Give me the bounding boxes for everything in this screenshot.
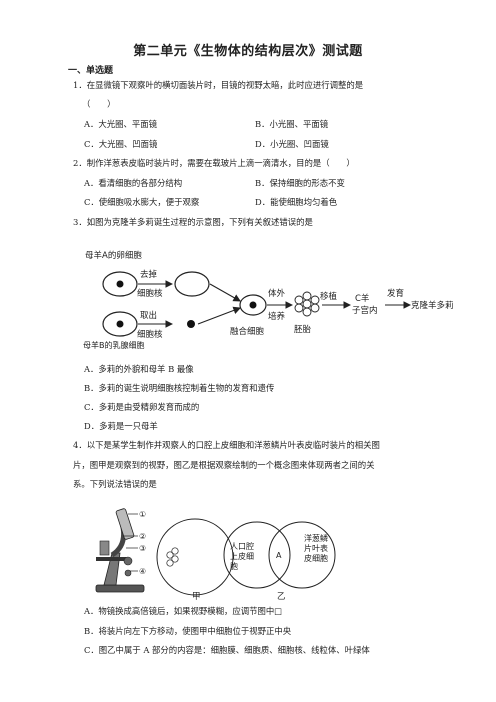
q4-option-c: C．图乙中属于 A 部分的内容是：细胞膜、细胞质、细胞核、线粒体、叶绿体 [84, 645, 370, 655]
venn-center-label: A [276, 551, 282, 560]
question-3-stem: 3．如图为克隆羊多莉诞生过程的示意图，下列有关叙述错误的是 [73, 217, 313, 227]
arrow-merge-top [209, 283, 241, 302]
q3-option-d: D．多莉是一只母羊 [84, 421, 158, 431]
marker-1: ① [139, 510, 146, 519]
label-ewe-a-egg: 母羊A的卵细胞 [85, 250, 142, 261]
microscope-icon [95, 508, 145, 593]
venn-right-circle [268, 521, 336, 589]
label-ewe-c: C羊 [355, 293, 370, 304]
q2-option-d: D．能使细胞均匀着色 [255, 197, 338, 207]
label-in-vitro-2: 培养 [268, 311, 286, 322]
q3-option-a: A．多莉的外貌和母羊 B 最像 [84, 364, 194, 374]
extracted-nucleus [187, 320, 195, 328]
label-develop: 发育 [387, 288, 404, 299]
label-nucleus: 细胞核 [137, 288, 163, 299]
field-of-view-circle [156, 518, 234, 596]
question-4-line-1: 4．以下是某学生制作并观察人的口腔上皮细胞和洋葱鳞片叶表皮临时装片的相关图 [73, 440, 380, 450]
label-in-vitro-1: 体外 [268, 288, 286, 299]
label-ewe-b-cell: 母羊B的乳腺细胞 [83, 340, 145, 350]
caption-yi: 乙 [277, 592, 286, 601]
cloning-diagram: 母羊A的卵细胞 去掉 细胞核 取出 细胞核 母羊B的乳腺细胞 融合细胞 体外 培… [83, 250, 454, 350]
embryo-cluster [294, 291, 320, 317]
label-nucleus-2: 细胞核 [137, 329, 163, 340]
enucleated-egg-cell [174, 271, 210, 297]
marker-3: ③ [139, 544, 146, 553]
label-dolly: 克隆羊多莉 [411, 300, 454, 311]
venn-left-label: 人口腔上皮细胞 [230, 541, 254, 571]
q1-option-c: C．大光圈、凹面镜 [84, 139, 158, 149]
q1-option-a: A．大光圈、平面镜 [84, 119, 158, 129]
q1-option-d: D．小光圈、凹面镜 [255, 139, 329, 149]
label-uterus: 子宫内 [352, 305, 378, 316]
label-embryo: 胚胎 [294, 324, 312, 335]
mammary-nucleus [116, 320, 124, 328]
question-2-stem: 2．制作洋葱表皮临时装片时，需要在载玻片上滴一滴清水，目的是（ ） [73, 158, 355, 168]
section-heading: 一、单选题 [68, 66, 114, 76]
caption-jia: 甲 [192, 592, 201, 601]
question-4-line-3: 系。下列说法错误的是 [73, 479, 157, 489]
fused-nucleus [249, 301, 257, 309]
q3-option-b: B．多莉的诞生说明细胞核控制着生物的发育和遗传 [84, 383, 275, 393]
marker-2: ② [139, 532, 146, 541]
arrow-merge-bottom [197, 306, 242, 325]
page-title: 第二单元《生物体的结构层次》测试题 [133, 44, 363, 59]
q2-option-c: C．使细胞吸水膨大，便于观察 [84, 197, 200, 207]
label-fused-cell: 融合细胞 [230, 326, 265, 337]
cheek-cells-icon [166, 547, 179, 567]
q1-option-b: B．小光圈、平面镜 [255, 119, 329, 129]
label-transplant: 移植 [320, 291, 338, 302]
venn-right-label: 洋葱鳞片叶表皮细胞 [304, 533, 328, 563]
q3-option-c: C．多莉是由受精卵发育而成的 [84, 402, 200, 412]
q2-option-a: A．看清细胞的各部分结构 [84, 178, 183, 188]
egg-nucleus [116, 280, 124, 288]
question-4-line-2: 片，图甲是观察到的视野，图乙是根据观察绘制的一个概念图来体现两者之间的关 [73, 460, 375, 470]
venn-left-circle [223, 521, 291, 589]
q2-option-b: B．保持细胞的形态不变 [255, 178, 345, 188]
q4-option-b: B．将装片向左下方移动，使图甲中细胞位于视野正中央 [84, 626, 292, 636]
label-take-out: 取出 [140, 310, 157, 321]
label-remove: 去掉 [140, 269, 158, 280]
question-1-stem: 1．在显微镜下观察叶的横切面装片时，目镜的视野太暗，此时应进行调整的是 [73, 80, 364, 90]
question-1-paren: （ ） [82, 99, 116, 109]
microscope-venn-figure: ① ② ③ ④ 甲 人口腔上皮细胞 A 洋葱鳞片叶表皮细胞 乙 [95, 508, 336, 601]
q4-option-a: A．物镜换成高倍镜后，如果视野模糊，应调节图中□ [84, 606, 283, 616]
marker-4: ④ [139, 567, 146, 576]
